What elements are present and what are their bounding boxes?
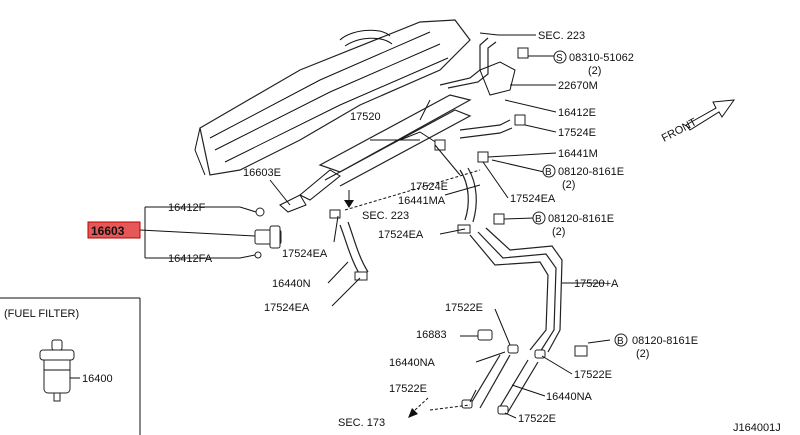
label-08120-c: 08120-8161E xyxy=(632,335,698,347)
diagram-code: J164001J xyxy=(733,422,781,434)
leader-lines xyxy=(139,34,611,419)
injector-16603 xyxy=(254,207,282,259)
label-17524ea-d: 17524EA xyxy=(264,302,310,314)
label-16441ma: 16441MA xyxy=(398,195,446,207)
fuel-filter-inset: (FUEL FILTER) 16400 xyxy=(0,297,141,435)
label-front: FRONT xyxy=(660,116,699,145)
down-arrow-icon xyxy=(344,200,354,208)
bolt-marker-b2 xyxy=(532,211,546,225)
label-17524ea-c: 17524EA xyxy=(282,248,328,260)
label-16440n: 16440N xyxy=(272,278,311,290)
label-17524e-a: 17524E xyxy=(558,127,596,139)
bolt-marker-b1-text: B xyxy=(545,167,552,178)
label-16441m: 16441M xyxy=(558,148,598,160)
label-16440na-a: 16440NA xyxy=(389,357,436,369)
fuel-filter-title: (FUEL FILTER) xyxy=(4,308,79,320)
engine-cover xyxy=(194,19,471,176)
highlighted-part-label[interactable]: 16603 xyxy=(91,224,125,238)
label-17524ea-b: 17524EA xyxy=(378,229,424,241)
bolt-marker-b3 xyxy=(614,333,628,347)
label-22670m: 22670M xyxy=(558,80,598,92)
label-sec223-mid: SEC. 223 xyxy=(362,210,409,222)
lower-hoses xyxy=(461,329,546,415)
label-16412e: 16412E xyxy=(558,107,596,119)
bolt-marker-s xyxy=(553,50,567,64)
label-sec173: SEC. 173 xyxy=(338,417,385,429)
bolt-marker-b1 xyxy=(542,164,556,178)
label-08120-a: 08120-8161E xyxy=(558,166,624,178)
label-17522e-a: 17522E xyxy=(445,302,483,314)
label-08120-b-qty: (2) xyxy=(552,226,565,238)
fuel-filter-icon xyxy=(39,339,75,402)
label-16400: 16400 xyxy=(82,373,113,385)
bolt-marker-b3-text: B xyxy=(617,336,624,347)
label-16883: 16883 xyxy=(416,329,447,341)
label-08120-a-qty: (2) xyxy=(562,179,575,191)
hoses xyxy=(339,119,513,276)
arrows xyxy=(344,32,736,418)
label-sec223-top: SEC. 223 xyxy=(538,30,585,42)
label-17524e-b: 17524E xyxy=(410,181,448,193)
label-08120-b: 08120-8161E xyxy=(548,213,614,225)
bolt-marker-s-text: S xyxy=(556,53,563,64)
front-arrow-icon xyxy=(685,99,736,131)
label-08120-c-qty: (2) xyxy=(636,348,649,360)
down-left-arrow-icon xyxy=(408,408,418,418)
label-16603e: 16603E xyxy=(243,167,281,179)
fuel-rail xyxy=(279,37,516,213)
label-16440na-b: 16440NA xyxy=(546,391,593,403)
label-17520a: 17520+A xyxy=(574,278,619,290)
callout-labels: SEC. 223 08310-51062 (2) 22670M 16412E 1… xyxy=(168,30,699,429)
label-17524ea-a: 17524EA xyxy=(510,193,556,205)
bolts-clamps xyxy=(329,47,588,357)
label-08310-51062: 08310-51062 xyxy=(569,52,634,64)
bolt-marker-b2-text: B xyxy=(535,214,542,225)
fuel-lines-17520A xyxy=(469,227,563,353)
label-16412fa: 16412FA xyxy=(168,253,213,265)
label-16412f: 16412F xyxy=(168,202,206,214)
label-17520: 17520 xyxy=(350,111,381,123)
label-08310-qty: (2) xyxy=(588,65,601,77)
label-17522e-b: 17522E xyxy=(574,369,612,381)
label-17522e-c: 17522E xyxy=(389,383,427,395)
label-17522e-d: 17522E xyxy=(518,413,556,425)
bolt-markers: S B B B xyxy=(532,50,628,347)
highlighted-part[interactable]: 16603 xyxy=(87,221,141,239)
reference-lines xyxy=(344,169,481,411)
